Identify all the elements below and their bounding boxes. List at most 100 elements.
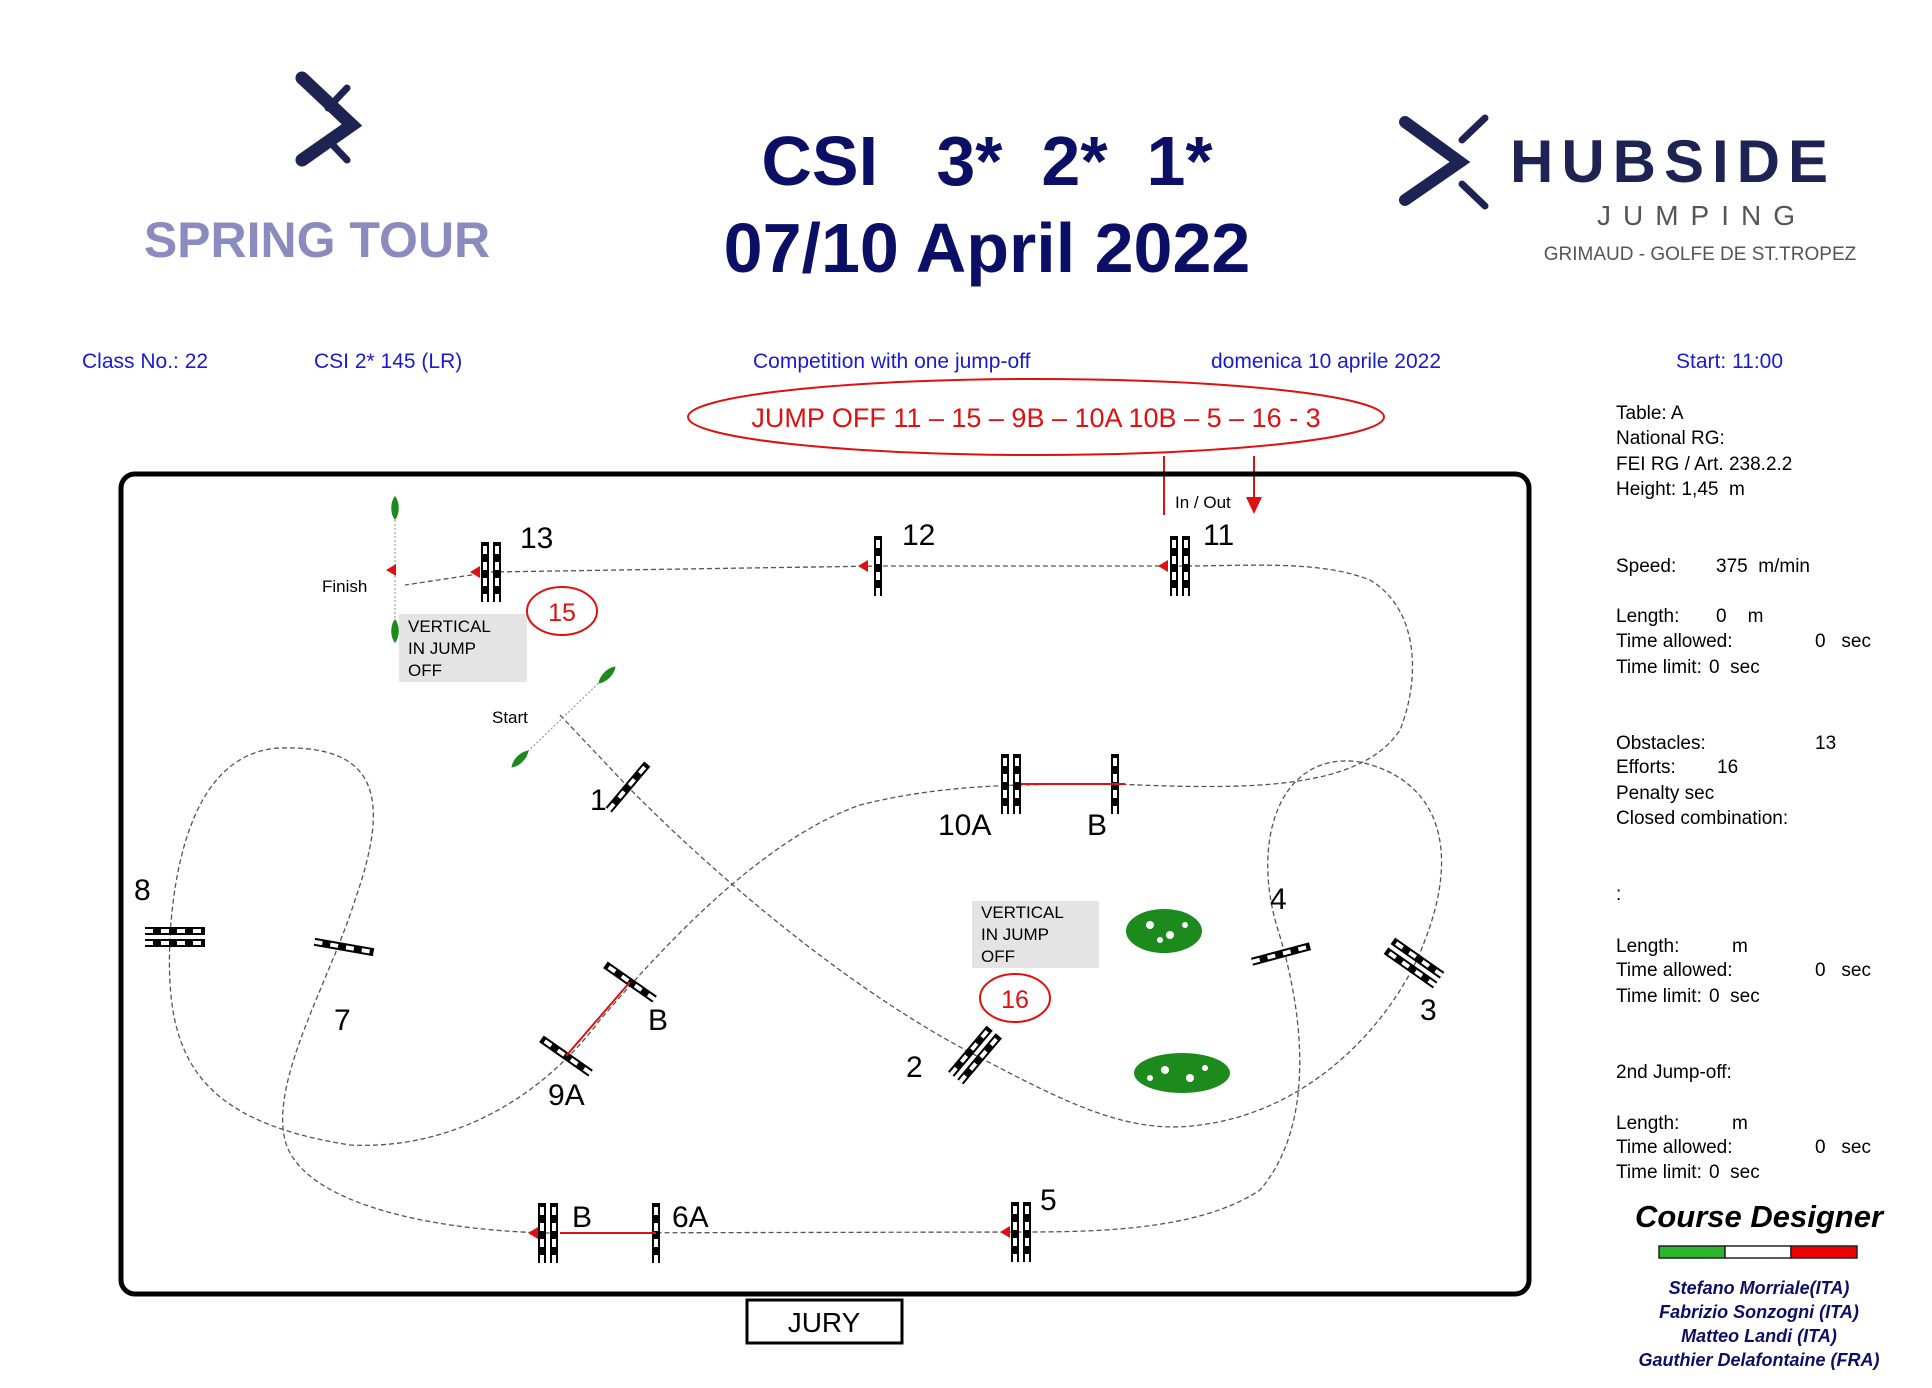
svg-text:Efforts:: Efforts: xyxy=(1616,757,1676,778)
jump-off-sequence: JUMP OFF 11 – 15 – 9B – 10A 10B – 5 – 16… xyxy=(751,403,1320,433)
fence-12 xyxy=(858,534,884,598)
fence-3 xyxy=(1381,935,1447,991)
svg-text:2nd Jump-off:: 2nd Jump-off: xyxy=(1616,1062,1732,1083)
fence-label-6a: 6A xyxy=(672,1201,709,1234)
start-time: Start: 11:00 xyxy=(1676,350,1783,373)
extra-fence-16: 16 xyxy=(1001,986,1029,1014)
svg-text:Time limit:: Time limit: xyxy=(1616,657,1702,678)
fence-5 xyxy=(1000,1200,1033,1264)
svg-text:Time allowed:: Time allowed: xyxy=(1616,1137,1733,1158)
svg-text:0 sec: 0 sec xyxy=(1815,631,1871,652)
vertical-note-16: VERTICAL IN JUMP OFF xyxy=(972,901,1099,968)
svg-text:0 m: 0 m xyxy=(1716,606,1764,627)
svg-text:375 m/min: 375 m/min xyxy=(1716,556,1810,577)
fence-7 xyxy=(311,935,377,959)
class-details-panel: Table: A National RG: FEI RG / Art. 238.… xyxy=(1616,403,1871,1183)
fence-4 xyxy=(1248,940,1314,968)
svg-text:Time allowed:: Time allowed: xyxy=(1616,960,1733,981)
svg-text:16: 16 xyxy=(1717,757,1738,778)
hubside-sub: JUMPING xyxy=(1597,200,1807,231)
hubside-place: GRIMAUD - GOLFE DE ST.TROPEZ xyxy=(1544,244,1857,265)
competition-type: Competition with one jump-off xyxy=(753,350,1031,373)
svg-text:m: m xyxy=(1732,1113,1748,1134)
class-number: Class No.: 22 xyxy=(82,350,208,373)
fence-11 xyxy=(1158,534,1192,598)
svg-text:IN JUMP: IN JUMP xyxy=(408,639,476,658)
svg-text:0 sec: 0 sec xyxy=(1709,657,1760,678)
fence-label-5: 5 xyxy=(1040,1184,1057,1217)
jury-label: JURY xyxy=(788,1307,861,1338)
fence-label-1: 1 xyxy=(590,784,607,817)
svg-text:Length:: Length: xyxy=(1616,936,1679,957)
svg-text:Closed combination:: Closed combination: xyxy=(1616,808,1788,829)
svg-text:OFF: OFF xyxy=(408,661,442,680)
fence-13 xyxy=(470,540,503,604)
jury-box xyxy=(745,1298,904,1345)
start-label: Start xyxy=(492,708,528,727)
extra-fence-15: 15 xyxy=(548,599,576,627)
svg-text:OFF: OFF xyxy=(981,947,1015,966)
svg-text:Length:: Length: xyxy=(1616,606,1679,627)
fence-label-13: 13 xyxy=(520,522,553,555)
designer-list: Stefano Morriale(ITA) Fabrizio Sonzogni … xyxy=(1638,1278,1879,1370)
svg-text:Height: 1,45 m: Height: 1,45 m xyxy=(1616,479,1745,500)
svg-text:0 sec: 0 sec xyxy=(1709,986,1760,1007)
finish-flag-icon xyxy=(391,496,399,520)
fence-label-12: 12 xyxy=(902,519,935,552)
competition-date: domenica 10 aprile 2022 xyxy=(1211,350,1441,373)
arena-border xyxy=(118,471,1532,1297)
fence-1 xyxy=(603,759,653,815)
hubside-name: HUBSIDE xyxy=(1510,128,1836,195)
fence-label-7: 7 xyxy=(334,1004,351,1037)
hubside-logo: HUBSIDE JUMPING GRIMAUD - GOLFE DE ST.TR… xyxy=(1399,114,1857,265)
start-flag-icon xyxy=(595,663,619,687)
svg-text:VERTICAL: VERTICAL xyxy=(408,617,491,636)
svg-text:m: m xyxy=(1732,936,1748,957)
bush-decoration xyxy=(1126,909,1230,1093)
course-track xyxy=(168,564,1443,1234)
finish-label: Finish xyxy=(322,577,367,596)
fence-label-4: 4 xyxy=(1270,883,1287,916)
fence-label-2: 2 xyxy=(906,1051,923,1084)
svg-text:0 sec: 0 sec xyxy=(1815,960,1871,981)
course-designer-title: Course Designer xyxy=(1635,1199,1885,1234)
svg-text:Time allowed:: Time allowed: xyxy=(1616,631,1733,652)
svg-text:Table: A: Table: A xyxy=(1616,403,1684,424)
fence-6b xyxy=(528,1201,560,1265)
fence-label-6b: B xyxy=(572,1201,592,1234)
class-name: CSI 2* 145 (LR) xyxy=(314,350,462,373)
fence-label-10a: 10A xyxy=(938,809,991,842)
fence-10a xyxy=(999,752,1023,816)
designer-name: Gauthier Delafontaine (FRA) xyxy=(1638,1350,1879,1370)
svg-text:IN JUMP: IN JUMP xyxy=(981,925,1049,944)
fence-label-9a: 9A xyxy=(548,1079,585,1112)
fence-label-10b: B xyxy=(1087,809,1107,842)
italian-flag-bar xyxy=(1658,1245,1858,1259)
vertical-note-15: VERTICAL IN JUMP OFF xyxy=(399,614,527,682)
in-out-label: In / Out xyxy=(1175,493,1231,512)
designer-name: Stefano Morriale(ITA) xyxy=(1669,1278,1850,1298)
fence-8 xyxy=(143,925,207,949)
svg-text:VERTICAL: VERTICAL xyxy=(981,903,1064,922)
svg-text:13: 13 xyxy=(1815,733,1836,754)
spring-tour-logo: SPRING TOUR xyxy=(144,71,490,268)
svg-text:National RG:: National RG: xyxy=(1616,428,1725,449)
fence-label-8: 8 xyxy=(134,874,151,907)
event-dates: 07/10 April 2022 xyxy=(724,209,1251,287)
finish-flag-icon xyxy=(391,619,399,643)
designer-name: Matteo Landi (ITA) xyxy=(1681,1326,1837,1346)
svg-text:Length:: Length: xyxy=(1616,1113,1679,1134)
event-title: CSI 3* 2* 1* xyxy=(761,122,1213,200)
fence-label-11: 11 xyxy=(1203,519,1234,552)
svg-text:Time limit:: Time limit: xyxy=(1616,1162,1702,1183)
svg-text:FEI RG / Art. 238.2.2: FEI RG / Art. 238.2.2 xyxy=(1616,454,1792,475)
svg-text:Obstacles:: Obstacles: xyxy=(1616,733,1706,754)
svg-text:0 sec: 0 sec xyxy=(1815,1137,1871,1158)
svg-text::: : xyxy=(1616,884,1621,905)
jump-off-ellipse xyxy=(687,378,1385,456)
designer-name: Fabrizio Sonzogni (ITA) xyxy=(1659,1302,1859,1322)
svg-text:Time limit:: Time limit: xyxy=(1616,986,1702,1007)
spring-tour-text: SPRING TOUR xyxy=(144,212,490,268)
start-flag-icon xyxy=(508,747,532,771)
